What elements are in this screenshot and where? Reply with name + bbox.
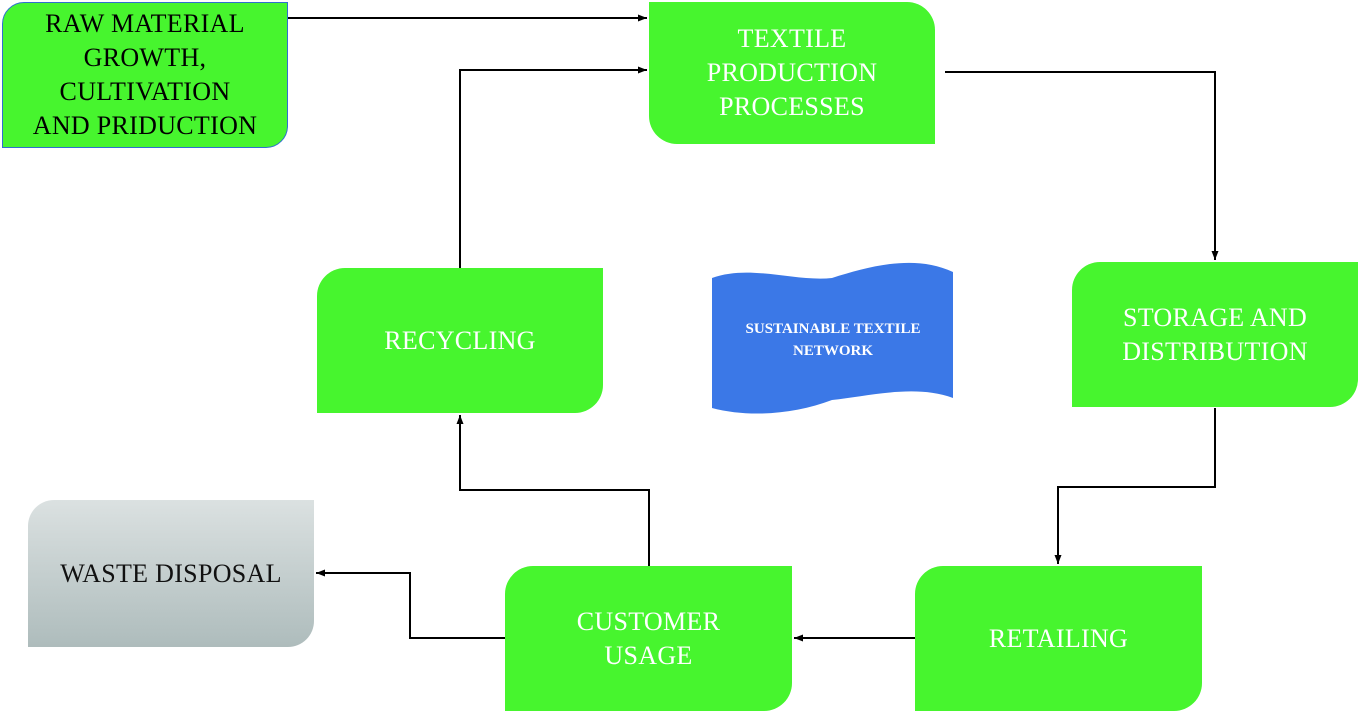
raw-material-node: RAW MATERIAL GROWTH, CULTIVATION AND PRI… — [2, 2, 288, 148]
storage-distribution-node: STORAGE AND DISTRIBUTION — [1072, 262, 1358, 407]
arrow-storage-to-retailing — [1054, 408, 1216, 564]
arrow-recycling-to-textile — [459, 66, 647, 268]
arrow-customer-to-recycling — [456, 415, 650, 566]
customer-usage-node: CUSTOMER USAGE — [505, 566, 792, 711]
arrow-textile-to-storage — [945, 71, 1219, 260]
recycling-node: RECYCLING — [317, 268, 603, 413]
textile-production-node: TEXTILE PRODUCTION PROCESSES — [649, 2, 935, 144]
center-banner-label: SUSTAINABLE TEXTILE NETWORK — [745, 321, 921, 359]
arrow-customer-to-waste — [316, 569, 505, 639]
network-banner-shape — [712, 262, 953, 414]
waste-disposal-node: WASTE DISPOSAL — [28, 500, 314, 647]
retailing-node: RETAILING — [915, 566, 1202, 711]
